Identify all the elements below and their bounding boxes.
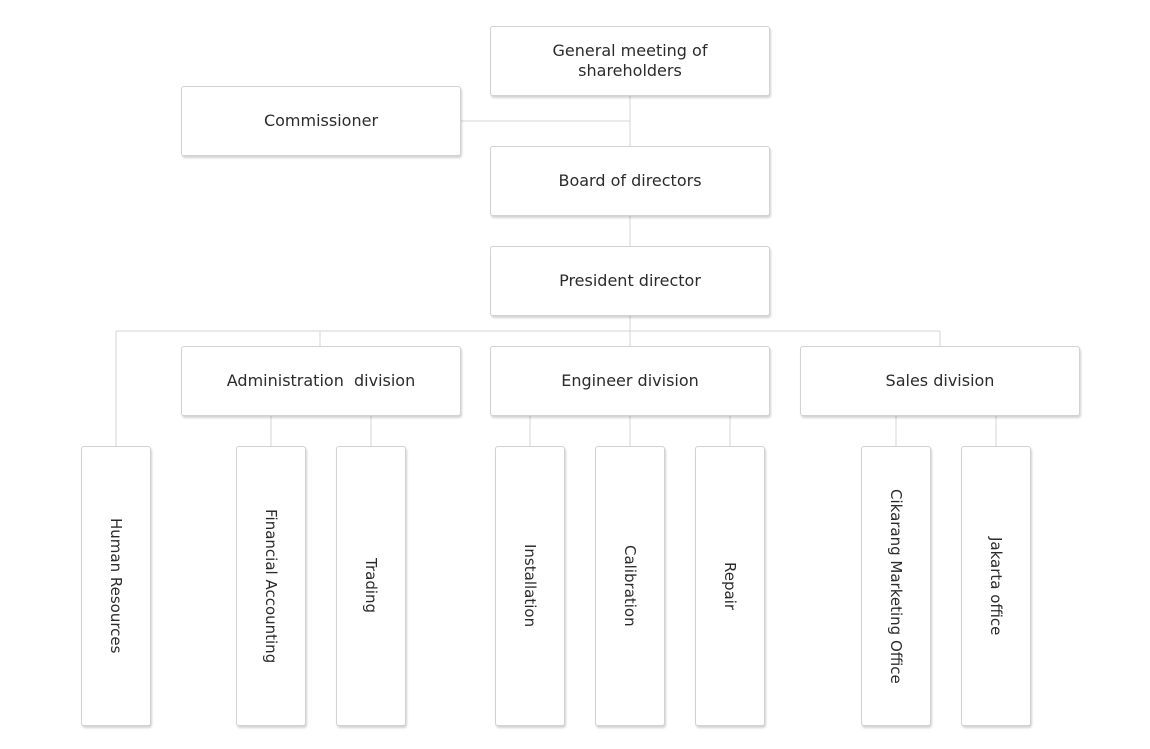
calibration-box: Calibration xyxy=(595,446,665,726)
board-of-directors-label: Board of directors xyxy=(558,171,702,190)
trading-label: Trading xyxy=(362,558,380,614)
repair-label: Repair xyxy=(721,561,739,611)
human-resources-label: Human Resources xyxy=(107,518,125,654)
jakarta-office-label: Jakarta office xyxy=(987,536,1005,636)
jakarta-office-box: Jakarta office xyxy=(961,446,1031,726)
engineer-division-label: Engineer division xyxy=(561,371,699,390)
president-director-box: President director xyxy=(490,246,770,316)
general-meeting-box: General meeting of shareholders xyxy=(490,26,770,96)
installation-label: Installation xyxy=(521,544,539,628)
board-of-directors-box: Board of directors xyxy=(490,146,770,216)
general-meeting-label: General meeting of shareholders xyxy=(552,41,708,80)
repair-box: Repair xyxy=(695,446,765,726)
trading-box: Trading xyxy=(336,446,406,726)
sales-division-label: Sales division xyxy=(885,371,995,390)
administration-division-label: Administration division xyxy=(226,371,416,390)
engineer-division-box: Engineer division xyxy=(490,346,770,416)
financial-accounting-label: Financial Accounting xyxy=(262,508,280,664)
calibration-label: Calibration xyxy=(621,545,639,627)
installation-box: Installation xyxy=(495,446,565,726)
president-director-label: President director xyxy=(559,271,701,290)
sales-division-box: Sales division xyxy=(800,346,1080,416)
administration-division-box: Administration division xyxy=(181,346,461,416)
cikarang-marketing-office-box: Cikarang Marketing Office xyxy=(861,446,931,726)
commissioner-box: Commissioner xyxy=(181,86,461,156)
financial-accounting-box: Financial Accounting xyxy=(236,446,306,726)
commissioner-label: Commissioner xyxy=(263,111,379,130)
cikarang-marketing-office-label: Cikarang Marketing Office xyxy=(887,488,905,684)
human-resources-box: Human Resources xyxy=(81,446,151,726)
